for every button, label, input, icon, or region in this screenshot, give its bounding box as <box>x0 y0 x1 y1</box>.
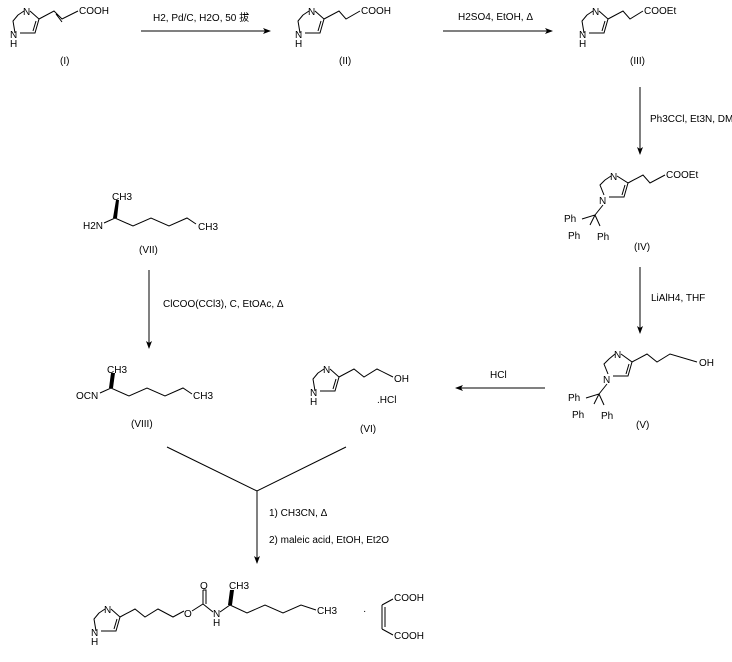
maleic-cooh-top: COOH <box>394 593 424 604</box>
maleic-acid-bonds <box>381 598 394 636</box>
compound-V: N N OH Ph Ph Ph (V) <box>568 350 714 431</box>
substituent-VI: OH <box>394 374 409 385</box>
compound-VI-bonds <box>312 368 394 392</box>
compound-II-bonds <box>297 10 361 34</box>
terminal-VIII: CH3 <box>193 391 213 402</box>
reagent-step6: ClCOO(CCl3), C, EtOAc, Δ <box>163 299 284 310</box>
product-bonds <box>93 589 317 632</box>
compound-label-IV: (IV) <box>634 242 650 253</box>
atom-NH: N <box>579 30 586 41</box>
atom-N: N <box>323 365 330 376</box>
isocyanate-VIII: OCN <box>76 391 98 402</box>
compound-II: N N H COOH (II) <box>295 6 391 67</box>
compound-label-II: (II) <box>339 56 351 67</box>
salt-VI: .HCl <box>377 395 396 406</box>
reagent-step1: H2, Pd/C, H2O, 50 拔 <box>153 11 249 24</box>
compound-V-bonds <box>585 353 698 406</box>
atom-NH: N <box>10 30 17 41</box>
phenyl-1: Ph <box>564 214 576 225</box>
reagent-step3: Ph3CCl, Et3N, DMF <box>650 114 732 125</box>
atom-NH: N <box>91 628 98 639</box>
compound-label-III: (III) <box>630 56 645 67</box>
atom-NH: N <box>295 30 302 41</box>
compound-I-bonds <box>12 10 79 34</box>
reagent-step2: H2SO4, EtOH, Δ <box>458 12 533 23</box>
compound-VII-bonds <box>103 217 197 227</box>
methyl-VII: CH3 <box>112 192 132 203</box>
reagent-step5: HCl <box>490 370 507 381</box>
substituent-II: COOH <box>361 6 391 17</box>
compound-VIII-bonds <box>99 387 193 397</box>
compound-label-V: (V) <box>636 420 649 431</box>
amide-H: H <box>213 618 220 629</box>
compound-IV-bonds <box>581 174 666 227</box>
phenyl-1: Ph <box>568 393 580 404</box>
wedge-bond <box>228 590 234 605</box>
phenyl-2: Ph <box>572 410 584 421</box>
atom-H: H <box>310 397 317 408</box>
substituent-I: COOH <box>79 6 109 17</box>
atom-NH: N <box>310 388 317 399</box>
ester-oxygen: O <box>184 609 192 620</box>
atom-N: N <box>104 605 111 616</box>
compound-III-bonds <box>581 10 644 34</box>
substituent-V: OH <box>699 358 714 369</box>
compound-label-VII: (VII) <box>139 245 158 256</box>
substituent-IV: COOEt <box>666 170 698 181</box>
atom-N1: N <box>599 196 606 207</box>
compound-VI: N N H OH .HCl (VI) <box>310 365 409 435</box>
phenyl-3: Ph <box>597 232 609 243</box>
phenyl-2: Ph <box>568 231 580 242</box>
compound-label-I: (I) <box>60 56 69 67</box>
carbonyl-oxygen: O <box>200 581 208 592</box>
compound-IV: N N COOEt Ph Ph Ph (IV) <box>564 170 698 253</box>
atom-N1: N <box>603 375 610 386</box>
compound-label-VI: (VI) <box>360 424 376 435</box>
reagent-step4: LiAlH4, THF <box>651 293 705 304</box>
convergent-lines <box>166 446 347 492</box>
phenyl-3: Ph <box>601 411 613 422</box>
atom-H: H <box>10 39 17 50</box>
final-product: N N H O O N H CH3 CH3 · COOH COOH <box>91 581 424 648</box>
methyl-VIII: CH3 <box>107 365 127 376</box>
maleic-cooh-bottom: COOH <box>394 631 424 642</box>
atom-N: N <box>610 172 617 183</box>
atom-N: N <box>592 7 599 18</box>
reagent-step7a: 1) CH3CN, Δ <box>269 508 328 519</box>
atom-H: H <box>295 39 302 50</box>
wedge-bond <box>109 373 115 388</box>
compound-label-VIII: (VIII) <box>131 419 153 430</box>
atom-N: N <box>23 7 30 18</box>
salt-dot: · <box>363 606 366 617</box>
substituent-III: COOEt <box>644 6 676 17</box>
compound-VII: H2N CH3 CH3 (VII) <box>83 192 218 256</box>
reagent-step7b: 2) maleic acid, EtOH, Et2O <box>269 535 389 546</box>
terminal-product: CH3 <box>317 606 337 617</box>
atom-N: N <box>614 350 621 361</box>
compound-III: N N H COOEt (III) <box>579 6 676 67</box>
amide-N: N <box>213 609 220 620</box>
wedge-bond <box>113 200 119 218</box>
methyl-product: CH3 <box>229 581 249 592</box>
atom-H: H <box>91 637 98 648</box>
amine-VII: H2N <box>83 221 103 232</box>
atom-H: H <box>579 39 586 50</box>
compound-I: N N H COOH (I) <box>10 6 109 67</box>
atom-N: N <box>308 7 315 18</box>
compound-VIII: OCN CH3 CH3 (VIII) <box>76 365 213 430</box>
terminal-VII: CH3 <box>198 222 218 233</box>
